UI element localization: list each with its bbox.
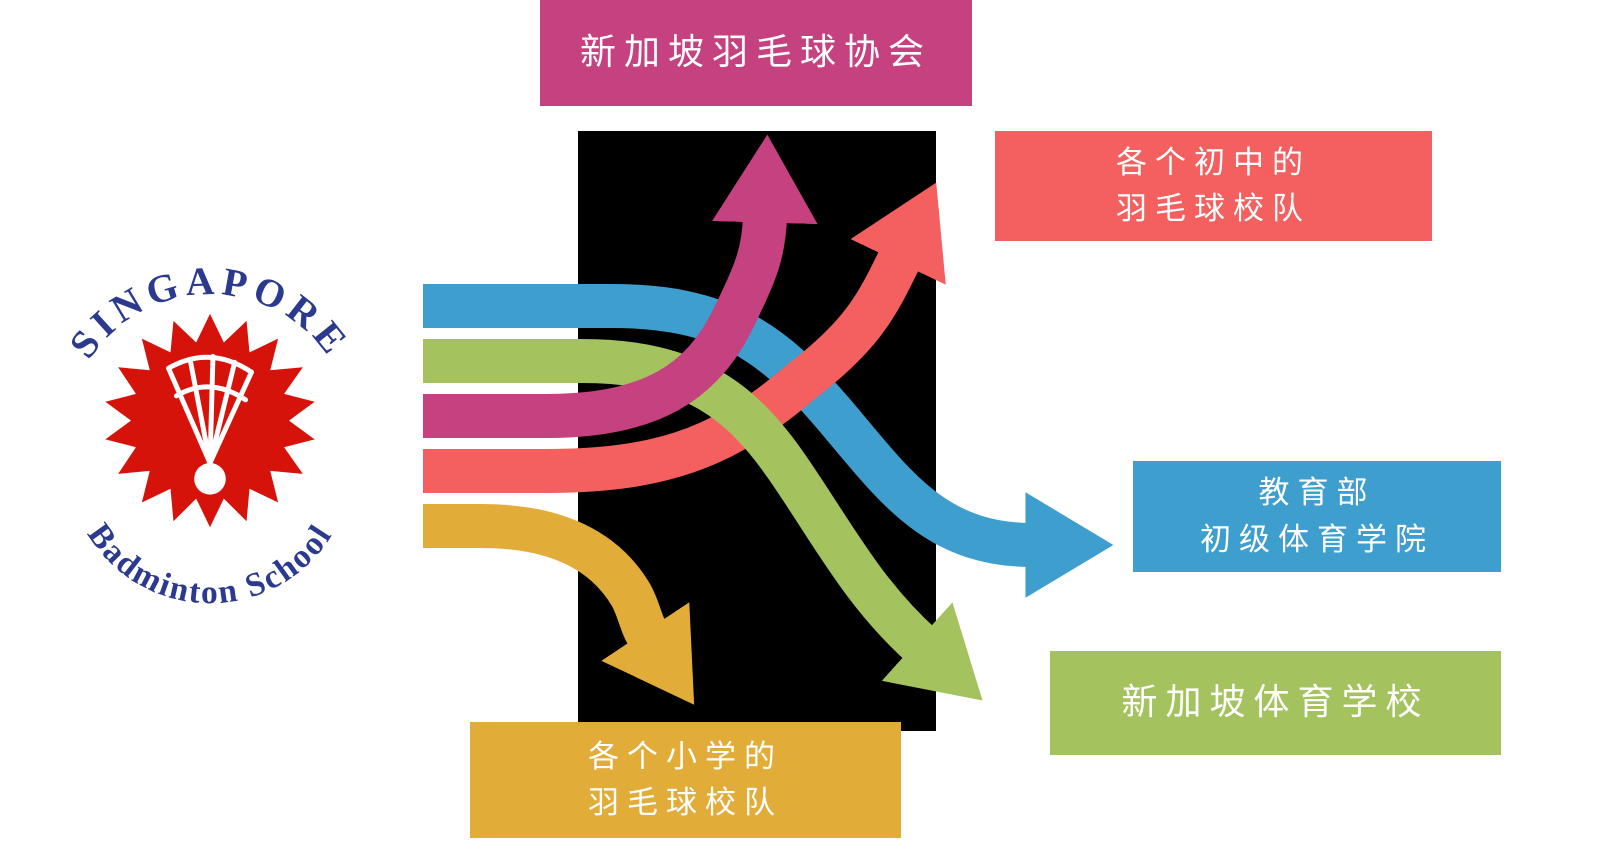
node-primary-school-teams-line2: 羽毛球校队 (588, 785, 783, 821)
node-moe-junior-sports-academy-line1: 教育部 (1258, 475, 1376, 511)
school-logo-graphic: SINGAPORE Badminton School (61, 259, 353, 612)
flow-arrow-to-moe-academy (423, 284, 1114, 598)
node-moe-junior-sports-academy: 教育部 初级体育学院 (1133, 461, 1501, 572)
node-primary-school-teams: 各个小学的 羽毛球校队 (470, 722, 901, 838)
shuttlecock-cork (194, 463, 226, 495)
shuttlecock-icon (166, 353, 254, 466)
node-singapore-sports-school: 新加坡体育学校 (1050, 651, 1501, 755)
node-secondary-school-teams: 各个初中的 羽毛球校队 (995, 131, 1432, 241)
flow-arrow-to-association (423, 134, 818, 438)
logo-bottom-wordmark: Badminton School (80, 517, 340, 611)
node-primary-school-teams-line1: 各个小学的 (588, 738, 783, 775)
node-secondary-school-teams-line1: 各个初中的 (1116, 144, 1311, 181)
node-singapore-sports-school-label: 新加坡体育学校 (1121, 682, 1430, 723)
flow-arrow-to-sports-school (423, 339, 983, 701)
flow-arrow-to-primary-schools (423, 504, 695, 705)
school-logo: SINGAPORE Badminton School (52, 228, 368, 623)
node-secondary-school-teams-line2: 羽毛球校队 (1116, 191, 1311, 227)
node-moe-junior-sports-academy-line2: 初级体育学院 (1200, 521, 1434, 558)
flow-arrow-to-secondary-schools (423, 182, 946, 493)
node-badminton-association-label: 新加坡羽毛球协会 (579, 32, 932, 73)
node-badminton-association: 新加坡羽毛球协会 (540, 0, 972, 106)
